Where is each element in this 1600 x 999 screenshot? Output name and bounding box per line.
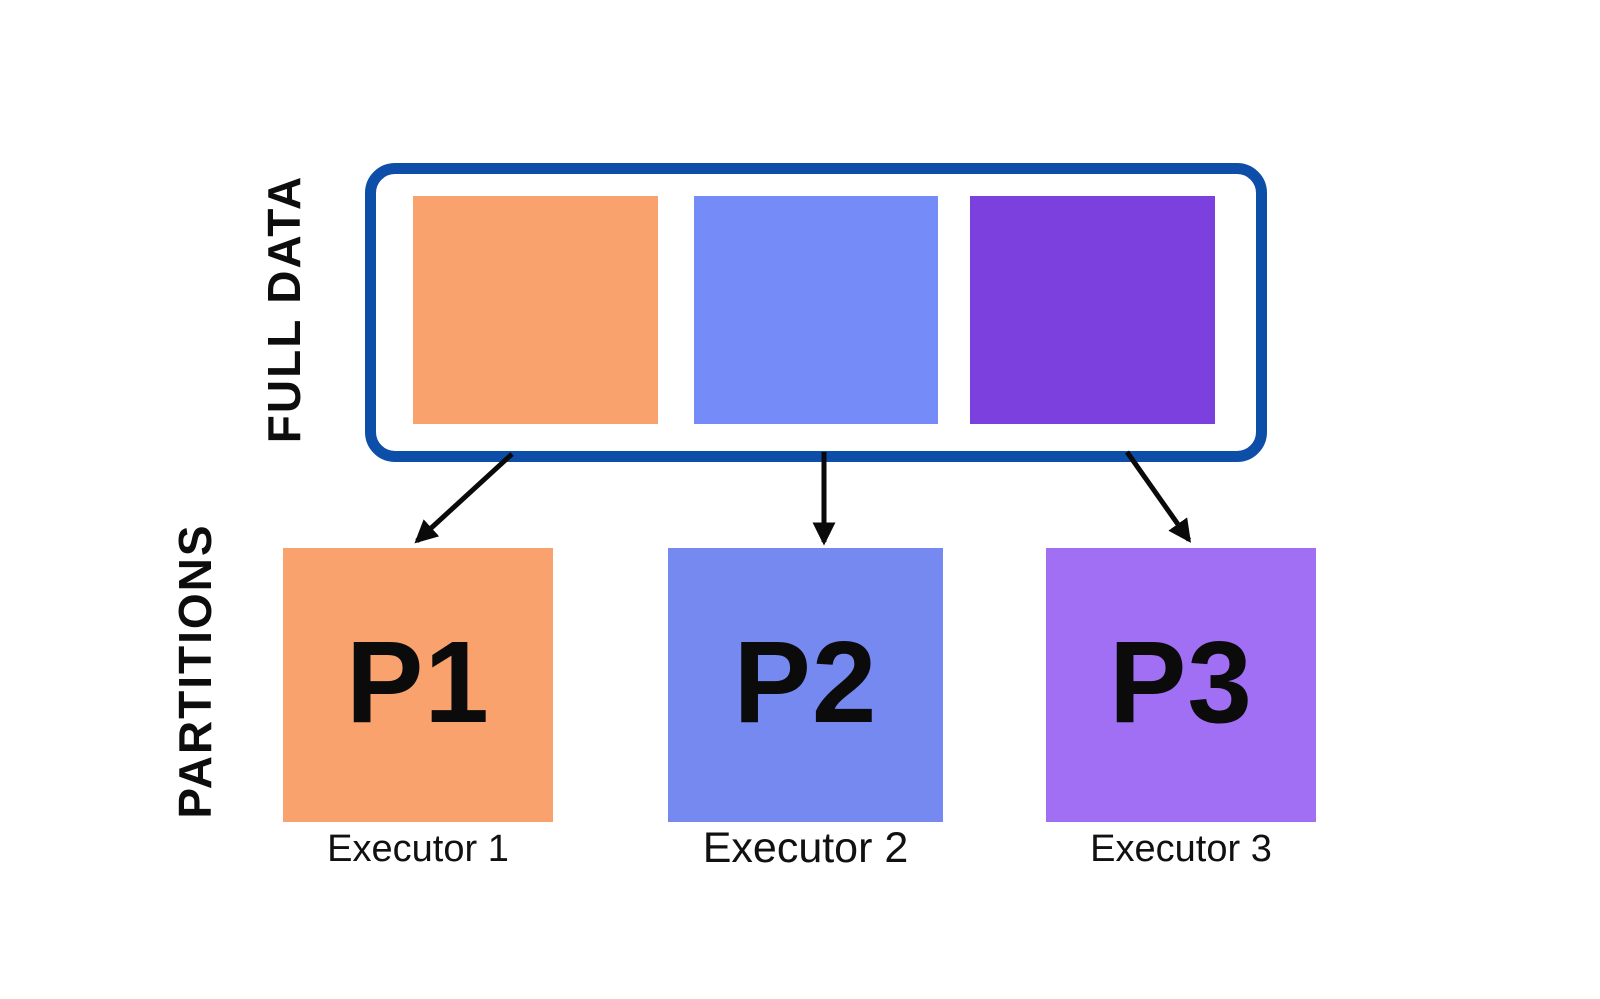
arrow-to-p3 <box>1124 450 1192 543</box>
partition-p3-label: P3 <box>1109 617 1253 747</box>
arrow-to-p1 <box>414 452 514 544</box>
partition-p1: P1 <box>283 548 553 822</box>
executor-2-caption: Executor 2 <box>702 824 909 872</box>
full-data-chunk-blue <box>694 196 938 424</box>
partition-p1-label: P1 <box>346 617 490 747</box>
full-data-chunk-violet <box>970 196 1215 424</box>
partitions-label: PARTITIONS <box>169 523 221 819</box>
full-data-label: FULL DATA <box>258 174 310 444</box>
partition-p2-label: P2 <box>733 617 878 747</box>
executor-1-caption: Executor 1 <box>327 828 509 870</box>
partition-p3: P3 <box>1046 548 1316 822</box>
full-data-chunk-orange <box>413 196 658 424</box>
executor-3-caption: Executor 3 <box>1090 828 1272 870</box>
partition-p2: P2 <box>668 548 943 822</box>
